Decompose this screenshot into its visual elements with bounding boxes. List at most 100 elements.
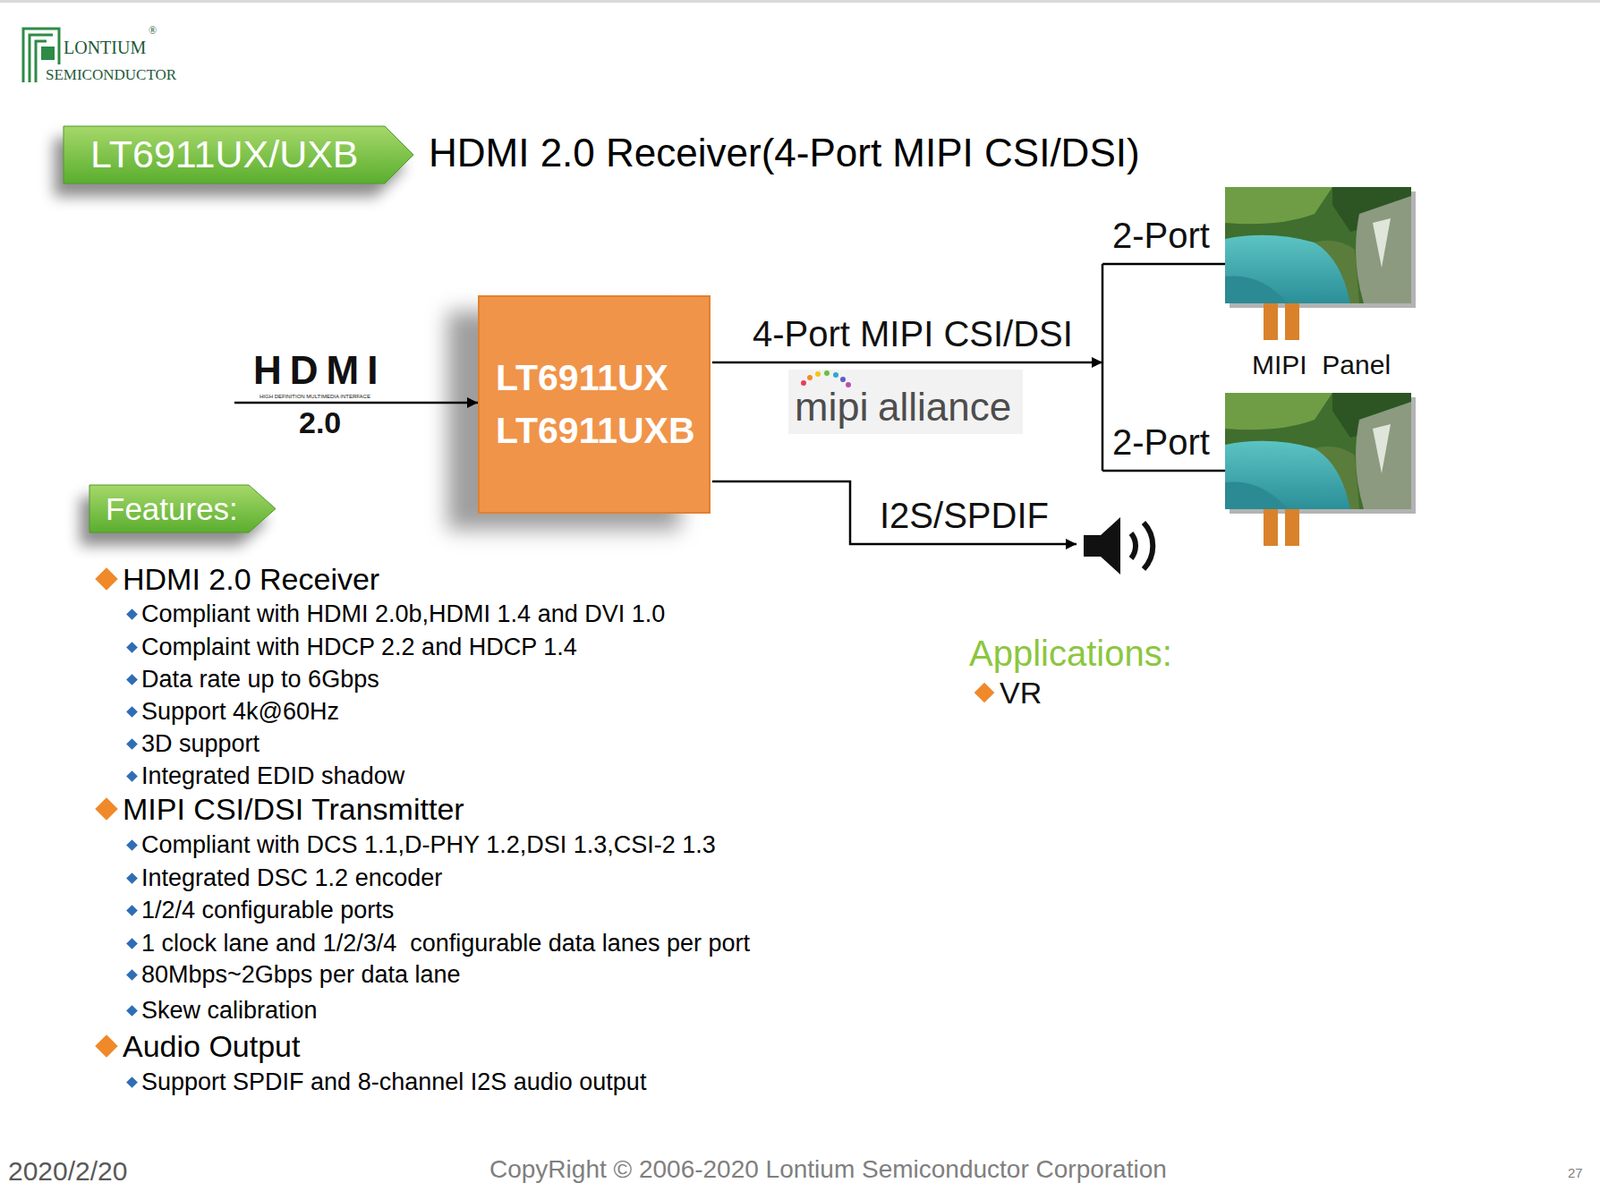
text-slot: MIPI CSI/DSI Transmitter — [122, 791, 465, 828]
text-slot: CopyRight © 2006-2020 Lontium Semiconduc… — [489, 1154, 1167, 1185]
text-slot: Support SPDIF and 8-channel I2S audio ou… — [141, 1067, 647, 1097]
hdmi-input-wire — [234, 401, 478, 405]
sound-wave — [1143, 522, 1153, 570]
chip-box: LT6911UX LT6911UXB — [477, 295, 711, 514]
bullet-diamond — [126, 608, 138, 621]
bullet-diamond — [126, 770, 138, 783]
bullet-diamond — [126, 969, 138, 981]
chip-name: LT6911UXB — [495, 408, 696, 453]
hdmi-version: 2.0 — [298, 404, 341, 442]
text-slot: 3D support — [141, 729, 260, 758]
sound-wave — [1131, 533, 1136, 559]
mipi-output-wire — [712, 361, 1103, 365]
text-slot: mipi — [794, 382, 869, 432]
bullet-diamond — [94, 567, 118, 590]
text-slot: 4-Port MIPI CSI/DSI — [752, 312, 1073, 356]
text-slot: 2-Port — [1112, 213, 1210, 257]
feature-item: 3D support — [141, 729, 260, 758]
bullet-diamond — [126, 706, 138, 718]
feature-item: Skew calibration — [141, 995, 318, 1025]
bullet-diamond — [94, 797, 118, 820]
text-slot: Audio Output — [122, 1028, 300, 1065]
text-slot: HDMI 2.0 Receiver(4-Port MIPI CSI/DSI) — [428, 129, 1141, 178]
page-number: 27 — [1567, 1165, 1583, 1182]
company-name: LONTIUM — [63, 36, 146, 59]
feature-item: Support SPDIF and 8-channel I2S audio ou… — [141, 1067, 647, 1097]
slide-title: HDMI 2.0 Receiver(4-Port MIPI CSI/DSI) — [428, 129, 1141, 178]
bullet-diamond — [94, 1034, 118, 1057]
feature-item: Integrated DSC 1.2 encoder — [141, 863, 443, 893]
bullet-diamond — [126, 738, 138, 750]
bullet-diamond — [126, 937, 138, 950]
registered-mark: ® — [148, 24, 157, 37]
text-slot: 2020/2/20 — [8, 1155, 128, 1188]
bullet-diamond — [126, 872, 138, 885]
text-slot: Integrated DSC 1.2 encoder — [141, 863, 443, 893]
mipi-split-wire — [1101, 263, 1105, 471]
bullet-diamond — [974, 682, 996, 704]
text-slot: Integrated EDID shadow — [141, 761, 405, 791]
text-slot: HDMI 2.0 Receiver — [122, 561, 380, 598]
text-slot: HIGH DEFINITION MULTIMEDIA INTERFACE — [259, 393, 371, 400]
text-slot: MIPI Panel — [1251, 348, 1391, 382]
logo-dot — [824, 370, 830, 376]
panel-label: MIPI Panel — [1251, 348, 1391, 382]
wire-label: I2S/SPDIF — [879, 493, 1049, 537]
copyright-note: CopyRight © 2006-2020 Lontium Semiconduc… — [489, 1154, 1167, 1185]
application-item: VR — [999, 674, 1042, 712]
mipi-logo-ground — [788, 369, 1023, 435]
text-slot: Support 4k@60Hz — [141, 697, 340, 726]
port-label: 2-Port — [1112, 213, 1210, 257]
text-slot: 27 — [1567, 1165, 1583, 1182]
bullet-diamond — [126, 904, 138, 917]
banner-text: LT6911UX/UXB — [90, 131, 359, 179]
text-slot: Compliant with DCS 1.1,D-PHY 1.2,DSI 1.3… — [141, 830, 716, 860]
mipi-port-wire — [1102, 469, 1226, 473]
text-slot: 1/2/4 configurable ports — [141, 895, 394, 925]
text-slot: SEMICONDUCTOR — [45, 66, 177, 85]
bullet-diamond — [126, 1004, 138, 1017]
feature-item: Complaint with HDCP 2.2 and HDCP 1.4 — [141, 632, 578, 662]
feature-heading: Audio Output — [122, 1028, 300, 1065]
feature-item: Integrated EDID shadow — [141, 761, 405, 791]
feature-item: Compliant with HDMI 2.0b,HDMI 1.4 and DV… — [141, 599, 665, 629]
speaker-icon — [1083, 517, 1153, 575]
feature-item: 1/2/4 configurable ports — [141, 895, 394, 925]
port-label: 2-Port — [1112, 420, 1210, 464]
mipi-panel-image — [1225, 392, 1416, 546]
logo-dot — [815, 371, 821, 377]
banner-shape — [63, 126, 414, 184]
chip-name: LT6911UX — [495, 356, 669, 400]
company-name: SEMICONDUCTOR — [45, 66, 177, 85]
text-slot: VR — [999, 674, 1042, 712]
text-slot: HDMI — [253, 347, 386, 395]
text-slot: 1 clock lane and 1/2/3/4 configurable da… — [141, 928, 750, 958]
feature-item: Data rate up to 6Gbps — [141, 664, 380, 694]
arrow-banner: LT6911UX/UXB — [63, 126, 414, 184]
arrow-banner: Features: — [89, 485, 276, 533]
text-slot: ® — [148, 24, 157, 37]
slide-date: 2020/2/20 — [8, 1155, 128, 1188]
mipi-port-wire — [1102, 263, 1226, 266]
text-slot: I2S/SPDIF — [879, 493, 1049, 537]
text-slot: Skew calibration — [141, 995, 318, 1025]
wire-label: 4-Port MIPI CSI/DSI — [752, 312, 1073, 356]
logo-dot — [807, 374, 813, 381]
applications-heading: Applications: — [969, 631, 1173, 675]
feature-heading: MIPI CSI/DSI Transmitter — [122, 791, 465, 828]
bullet-diamond — [126, 1076, 138, 1089]
bullet-diamond — [126, 839, 138, 852]
text-slot: Complaint with HDCP 2.2 and HDCP 1.4 — [141, 632, 578, 662]
top-rule — [0, 0, 1600, 3]
feature-heading: HDMI 2.0 Receiver — [122, 561, 380, 598]
banner-text: Features: — [105, 490, 239, 528]
banner-shape — [89, 485, 276, 533]
text-slot: Applications: — [969, 631, 1173, 675]
text-slot: Data rate up to 6Gbps — [141, 664, 380, 694]
mipi-panel-image — [1225, 187, 1416, 341]
hdmi-logo-tagline: HIGH DEFINITION MULTIMEDIA INTERFACE — [259, 393, 371, 400]
bullet-diamond — [126, 673, 138, 686]
text-slot: Compliant with HDMI 2.0b,HDMI 1.4 and DV… — [141, 599, 665, 629]
text-slot: 2.0 — [298, 404, 341, 442]
